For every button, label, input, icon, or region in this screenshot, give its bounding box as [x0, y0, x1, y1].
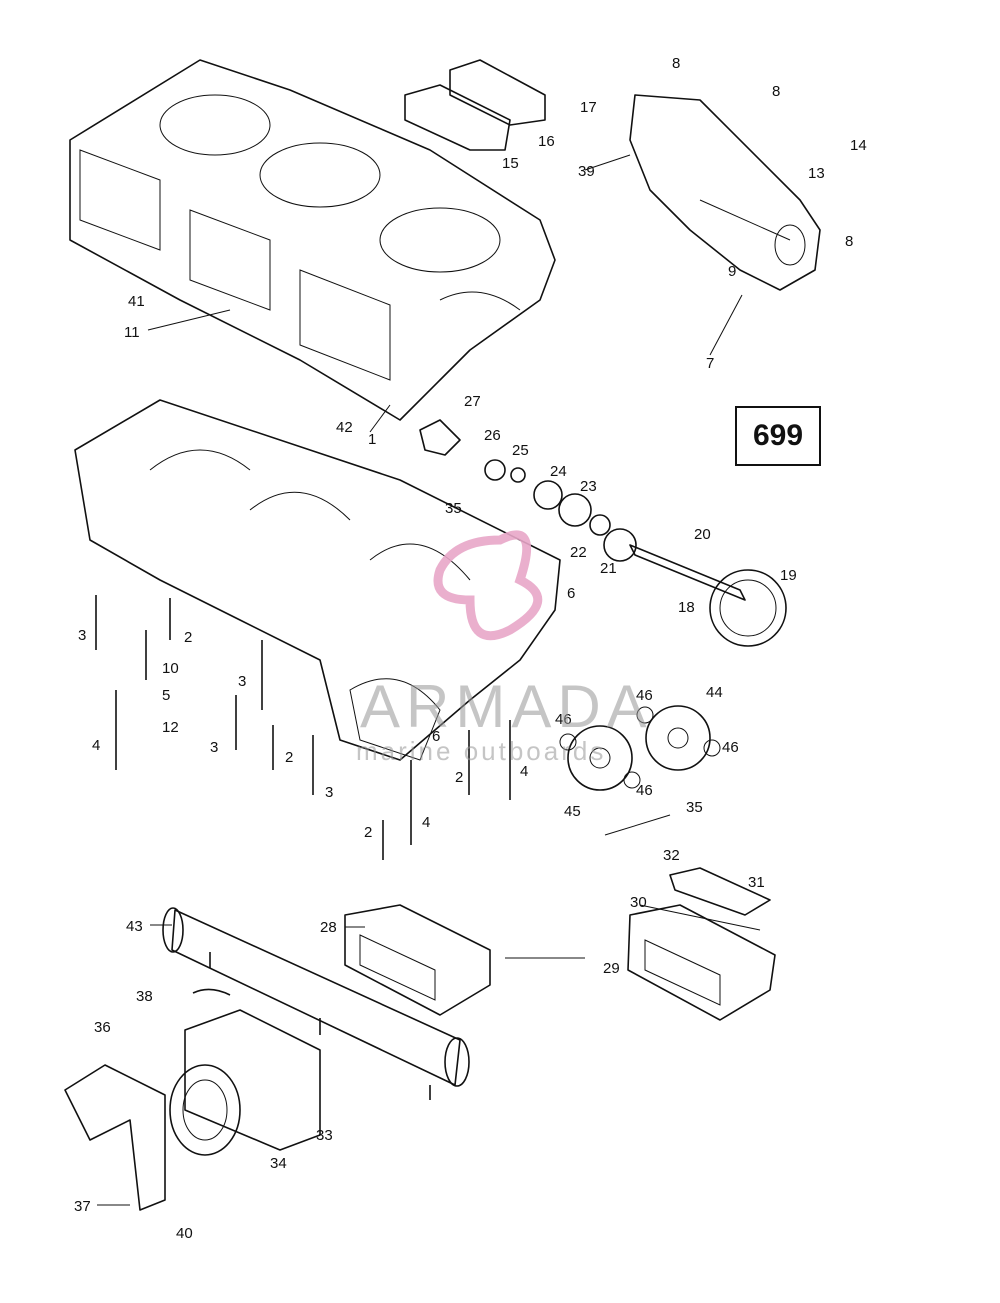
callout-8-b: 8	[772, 83, 780, 100]
callout-41: 41	[128, 293, 145, 310]
callout-19: 19	[780, 567, 797, 584]
callout-33: 33	[316, 1127, 333, 1144]
throttle-body-assembly	[64, 988, 321, 1211]
callout-6-lower: 6	[432, 728, 440, 745]
callout-34: 34	[270, 1155, 287, 1172]
reed-valve-left	[344, 904, 491, 1016]
callout-22: 22	[570, 544, 587, 561]
callout-24: 24	[550, 463, 567, 480]
callout-35-lower: 35	[686, 799, 703, 816]
watermark-logo	[433, 530, 543, 641]
callout-6-upper: 6	[567, 585, 575, 602]
callout-13: 13	[808, 165, 825, 182]
callout-4-left: 4	[92, 737, 100, 754]
callout-18: 18	[678, 599, 695, 616]
upper-crankcase	[69, 59, 556, 421]
callout-5: 5	[162, 687, 170, 704]
callout-44: 44	[706, 684, 723, 701]
callout-21: 21	[600, 560, 617, 577]
callout-4-right: 4	[520, 763, 528, 780]
callout-8-c: 8	[845, 233, 853, 250]
callout-14: 14	[850, 137, 867, 154]
callout-labels: 41 11 8 17 16 15 39 14 13 9 7 27 42 1 26…	[74, 55, 867, 1242]
callout-3-left: 3	[78, 627, 86, 644]
callout-30: 30	[630, 894, 647, 911]
callout-40: 40	[176, 1225, 193, 1242]
callout-17: 17	[580, 99, 597, 116]
callout-2-mid: 2	[285, 749, 293, 766]
callout-35-upper: 35	[445, 500, 462, 517]
gear-pair	[559, 705, 721, 791]
callout-26: 26	[484, 427, 501, 444]
callout-2-left: 2	[184, 629, 192, 646]
rotary-valve-cover	[629, 94, 821, 291]
callout-45: 45	[564, 803, 581, 820]
callout-46-b: 46	[555, 711, 572, 728]
gaskets	[404, 59, 546, 151]
callout-31: 31	[748, 874, 765, 891]
callout-10: 10	[162, 660, 179, 677]
callout-25: 25	[512, 442, 529, 459]
callout-39: 39	[578, 163, 595, 180]
callout-37: 37	[74, 1198, 91, 1215]
callout-3-mid-c: 3	[325, 784, 333, 801]
callout-20: 20	[694, 526, 711, 543]
reed-valve-right	[627, 867, 776, 1021]
callout-4-lower: 4	[422, 814, 430, 831]
diagram-number-box: 699	[735, 406, 821, 466]
callout-3-mid-a: 3	[238, 673, 246, 690]
callout-27: 27	[464, 393, 481, 410]
callout-42: 42	[336, 419, 353, 436]
leader-lines	[97, 154, 743, 1206]
callout-9: 9	[728, 263, 736, 280]
callout-38: 38	[136, 988, 153, 1005]
callout-46-a: 46	[636, 687, 653, 704]
callout-16: 16	[538, 133, 555, 150]
callout-11: 11	[124, 324, 140, 341]
fuel-rail	[162, 907, 470, 1100]
callout-2-right: 2	[455, 769, 463, 786]
callout-15: 15	[502, 155, 519, 172]
callout-29: 29	[603, 960, 620, 977]
callout-32: 32	[663, 847, 680, 864]
shaft-assembly	[419, 419, 787, 647]
callout-46-d: 46	[636, 782, 653, 799]
callout-7: 7	[706, 355, 714, 372]
callout-8: 8	[672, 55, 680, 72]
lower-crankcase	[74, 399, 561, 761]
callout-46-c: 46	[722, 739, 739, 756]
callout-1: 1	[368, 431, 376, 448]
callout-28: 28	[320, 919, 337, 936]
callout-23: 23	[580, 478, 597, 495]
callout-36: 36	[94, 1019, 111, 1036]
callout-2-lower: 2	[364, 824, 372, 841]
callout-3-mid-b: 3	[210, 739, 218, 756]
callout-12: 12	[162, 719, 179, 736]
callout-43: 43	[126, 918, 143, 935]
diagram-number: 699	[752, 419, 804, 452]
bolts	[95, 595, 511, 860]
